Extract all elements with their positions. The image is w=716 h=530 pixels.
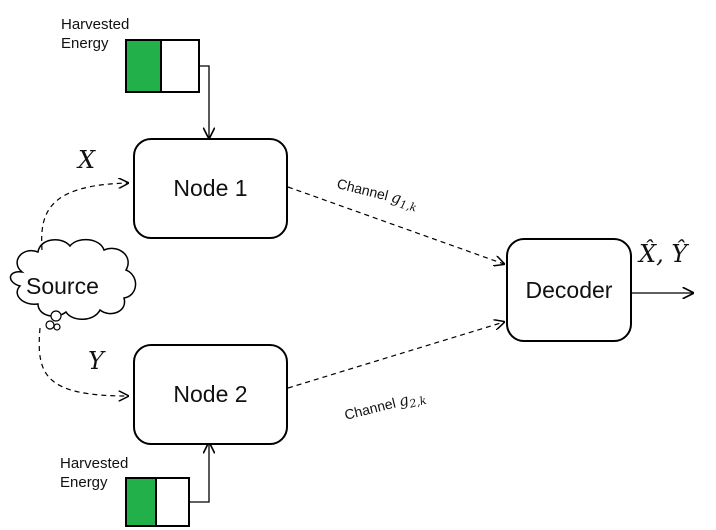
harvested-energy-top-label: Harvested Energy (61, 15, 129, 53)
source-to-node1-link (41, 183, 128, 251)
node-2-label: Node 2 (173, 381, 248, 407)
node-1-box: Node 1 (133, 138, 288, 239)
channel-2-link (287, 322, 504, 389)
node-2-box: Node 2 (133, 344, 288, 445)
signal-x-label: X (78, 146, 96, 174)
energy-link-top (199, 65, 209, 138)
battery-top-icon (125, 39, 200, 93)
node-1-label: Node 1 (173, 175, 248, 201)
harvested-bottom-line2: Energy (60, 474, 108, 491)
energy-link-bottom (189, 443, 209, 503)
decoder-label: Decoder (525, 276, 613, 303)
battery-bottom-icon (125, 477, 190, 527)
decoder-box: Decoder (506, 238, 632, 342)
channel-1-link (287, 186, 504, 264)
output-label: X̂, Ŷ (639, 240, 688, 268)
source-label: Source (26, 273, 99, 299)
harvested-top-line2: Energy (61, 35, 109, 52)
harvested-energy-bottom-label: Harvested Energy (60, 454, 128, 492)
source-to-node2-link (38, 327, 128, 396)
source-cloud-icon (9, 238, 137, 331)
harvested-bottom-line1: Harvested (60, 455, 129, 472)
signal-y-label: Y (88, 347, 104, 375)
harvested-top-line1: Harvested (61, 16, 130, 33)
